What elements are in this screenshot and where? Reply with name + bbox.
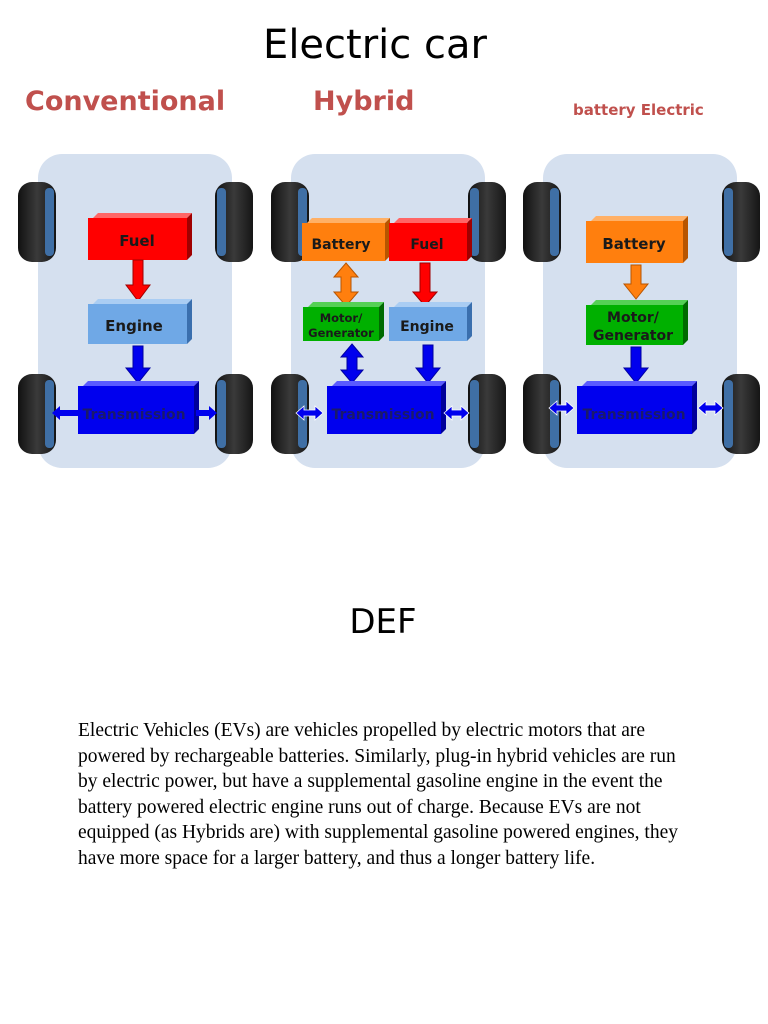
transmission-box: Transmission — [327, 381, 446, 434]
engine-label: Engine — [400, 319, 454, 335]
heading-battery-electric: battery Electric — [573, 101, 704, 119]
transmission-box: Transmission — [577, 381, 697, 434]
fuel-box: Fuel — [389, 218, 472, 261]
battery-box: Battery — [586, 216, 688, 263]
tire — [523, 182, 561, 262]
conventional-vehicle: Fuel Engine Transmission — [18, 154, 253, 468]
fuel-label: Fuel — [410, 237, 443, 253]
description-paragraph: Electric Vehicles (EVs) are vehicles pro… — [78, 720, 678, 869]
tire — [468, 182, 506, 262]
page-title: Electric car — [263, 22, 487, 68]
fuel-arrow — [125, 259, 151, 302]
axle-arrow-left — [52, 406, 78, 420]
axle-arrow-right — [196, 406, 217, 420]
heading-conventional: Conventional — [25, 86, 226, 117]
motor-label-line2: Generator — [308, 326, 374, 340]
tire — [18, 182, 56, 262]
battery-label: Battery — [311, 237, 370, 253]
tire — [523, 374, 561, 454]
engine-label: Engine — [105, 317, 163, 335]
engine-box: Engine — [389, 302, 472, 341]
tire — [215, 374, 253, 454]
motor-generator-box: Motor/ Generator — [303, 302, 384, 341]
battery-box: Battery — [302, 218, 390, 261]
motor-arrow — [622, 346, 650, 384]
tire — [215, 182, 253, 262]
fuel-arrow — [411, 262, 439, 307]
motor-label-line1: Motor/ — [607, 310, 660, 326]
engine-arrow — [124, 345, 152, 384]
axle-arrow-left — [548, 400, 575, 416]
transmission-label: Transmission — [582, 407, 685, 423]
tire — [18, 374, 56, 454]
powertrain-diagram: Fuel Engine Transmission — [18, 154, 760, 468]
hybrid-vehicle: Battery Fuel Motor/ Generator Engine — [271, 154, 506, 468]
fuel-label: Fuel — [119, 232, 155, 250]
tire — [468, 374, 506, 454]
transmission-label: Transmission — [331, 407, 434, 423]
axle-arrow-right — [697, 400, 724, 416]
battery-arrow — [622, 264, 650, 300]
transmission-box: Transmission — [78, 381, 199, 434]
battery-label: Battery — [602, 235, 665, 253]
motor-label-line1: Motor/ — [320, 311, 363, 325]
engine-box: Engine — [88, 299, 192, 344]
axle-arrow-left — [295, 405, 324, 421]
section-title: DEF — [349, 602, 417, 642]
axle-arrow-right — [443, 405, 470, 421]
battery-electric-vehicle: Battery Motor/ Generator Transmission — [523, 154, 760, 468]
motor-label-line2: Generator — [593, 328, 673, 344]
engine-arrow — [414, 344, 442, 384]
transmission-label: Transmission — [82, 407, 185, 423]
tire — [722, 374, 760, 454]
heading-hybrid: Hybrid — [313, 86, 415, 117]
motor-generator-box: Motor/ Generator — [586, 300, 688, 345]
fuel-box: Fuel — [88, 213, 192, 260]
tire — [722, 182, 760, 262]
